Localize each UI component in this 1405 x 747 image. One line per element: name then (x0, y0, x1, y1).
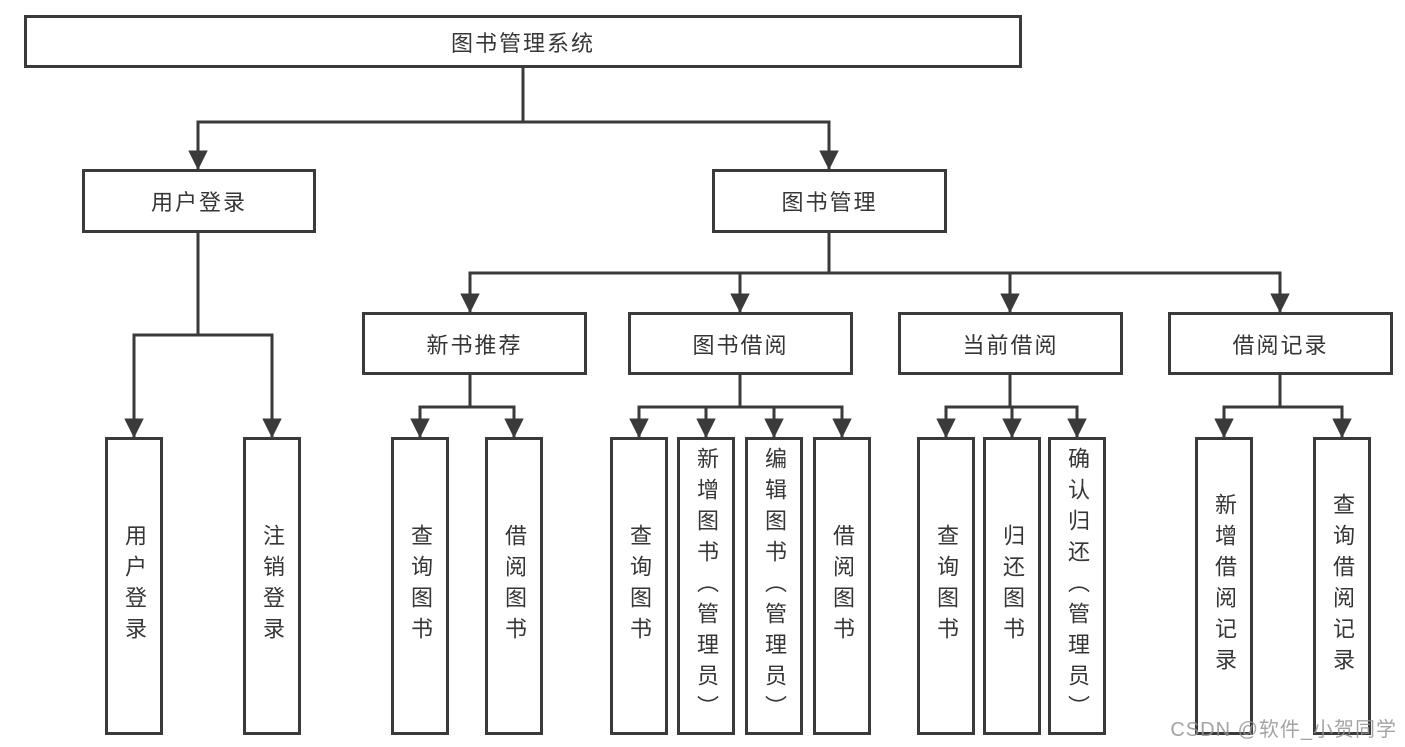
leaf-query-book-current-label: 查询图书 (934, 524, 959, 648)
leaf-query-book-borrowing: 查询图书 (610, 437, 668, 735)
leaf-add-borrow-record-label: 新增借阅记录 (1212, 493, 1237, 679)
leaf-user-login-label: 用户登录 (122, 524, 147, 648)
node-borrowing-records-label: 借阅记录 (1232, 332, 1329, 358)
leaf-query-book-borrowing-label: 查询图书 (627, 524, 652, 648)
leaf-edit-book-admin: 编辑图书（管理员） (745, 437, 803, 735)
leaf-query-book-current: 查询图书 (917, 437, 975, 735)
leaf-add-book-admin-label: 新增图书（管理员） (694, 446, 719, 726)
leaf-query-borrow-record-label: 查询借阅记录 (1330, 493, 1355, 679)
node-user-login: 用户登录 (82, 169, 316, 233)
leaf-add-borrow-record: 新增借阅记录 (1195, 437, 1253, 735)
leaf-user-login: 用户登录 (105, 437, 163, 735)
leaf-confirm-return-admin-label: 确认归还（管理员） (1065, 446, 1090, 726)
leaf-borrow-book-recommend: 借阅图书 (485, 437, 543, 735)
node-new-book-recommend: 新书推荐 (362, 312, 587, 375)
node-current-borrowing-label: 当前借阅 (962, 332, 1059, 358)
node-current-borrowing: 当前借阅 (898, 312, 1123, 375)
node-library-system-label: 图书管理系统 (450, 30, 595, 56)
node-library-system: 图书管理系统 (24, 15, 1022, 68)
node-book-management-label: 图书管理 (781, 190, 878, 215)
leaf-borrow-book-recommend-label: 借阅图书 (502, 524, 527, 648)
node-book-borrowing-label: 图书借阅 (692, 332, 789, 358)
leaf-add-book-admin: 新增图书（管理员） (677, 437, 735, 735)
node-new-book-recommend-label: 新书推荐 (426, 332, 523, 358)
leaf-return-book: 归还图书 (983, 437, 1041, 735)
leaf-logout: 注销登录 (243, 437, 301, 735)
leaf-borrow-book-borrowing-label: 借阅图书 (830, 524, 855, 648)
csdn-watermark: CSDN @软件_小贺同学 (1170, 719, 1397, 741)
leaf-query-borrow-record: 查询借阅记录 (1313, 437, 1371, 735)
node-book-borrowing: 图书借阅 (628, 312, 853, 375)
leaf-borrow-book-borrowing: 借阅图书 (813, 437, 871, 735)
leaf-confirm-return-admin: 确认归还（管理员） (1048, 437, 1106, 735)
node-user-login-label: 用户登录 (150, 190, 247, 215)
leaf-edit-book-admin-label: 编辑图书（管理员） (762, 446, 787, 726)
node-borrowing-records: 借阅记录 (1168, 312, 1393, 375)
leaf-query-book-recommend-label: 查询图书 (408, 524, 433, 648)
leaf-return-book-label: 归还图书 (1000, 524, 1025, 648)
node-book-management: 图书管理 (712, 169, 947, 233)
leaf-logout-label: 注销登录 (260, 524, 285, 648)
leaf-query-book-recommend: 查询图书 (391, 437, 449, 735)
